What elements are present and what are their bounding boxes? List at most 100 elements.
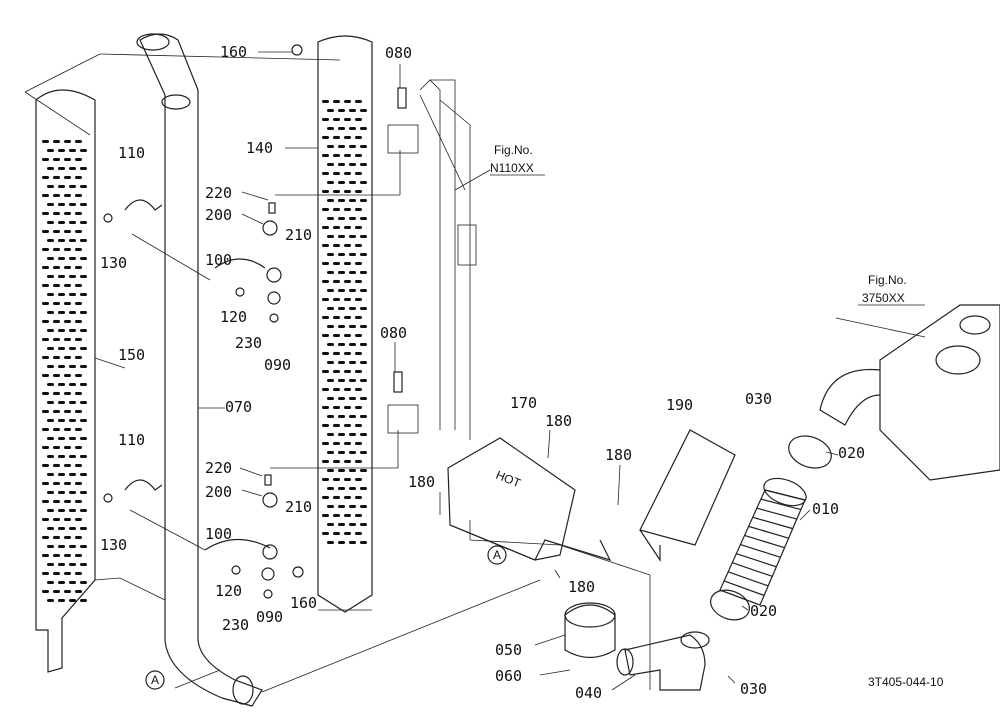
- perforation-slot: [349, 451, 356, 454]
- label-010: 010: [812, 500, 839, 518]
- perforation-slot: [338, 361, 345, 364]
- perforation-slot: [327, 541, 334, 544]
- perforation-slot: [69, 455, 76, 458]
- perforation-slot: [47, 473, 54, 476]
- label-080-top: 080: [385, 44, 412, 62]
- perforation-slot: [355, 154, 362, 157]
- perforation-slot: [322, 298, 329, 301]
- perforation-slot: [80, 581, 87, 584]
- perforation-slot: [47, 383, 54, 386]
- perforation-slot: [58, 455, 65, 458]
- perforation-slot: [58, 365, 65, 368]
- perforation-slot: [355, 496, 362, 499]
- perforation-slot: [327, 523, 334, 526]
- perforation-slot: [69, 365, 76, 368]
- perforation-slot: [58, 401, 65, 404]
- perforation-slot: [333, 208, 340, 211]
- fig-ref-1-number: N110XX: [490, 161, 534, 175]
- perforation-slot: [75, 320, 82, 323]
- perforation-slot: [80, 347, 87, 350]
- perforation-slot: [53, 158, 60, 161]
- perforation-slot: [327, 307, 334, 310]
- perforation-slot: [42, 266, 49, 269]
- perforation-slot: [344, 136, 351, 139]
- label-030-top: 030: [745, 390, 772, 408]
- perforation-slot: [53, 500, 60, 503]
- perforation-slot: [42, 302, 49, 305]
- drawing-code: 3T405-044-10: [868, 675, 944, 689]
- perforation-slot: [47, 203, 54, 206]
- perforation-slot: [53, 284, 60, 287]
- perforation-slot: [69, 473, 76, 476]
- perforation-slot: [58, 329, 65, 332]
- perforation-slot: [47, 239, 54, 242]
- perforation-slot: [69, 509, 76, 512]
- label-210-top: 210: [285, 226, 312, 244]
- perforation-slot: [333, 352, 340, 355]
- perforation-slot: [64, 338, 71, 341]
- perforation-slot: [47, 275, 54, 278]
- perforation-slot: [58, 437, 65, 440]
- perforation-slot: [75, 230, 82, 233]
- perforation-slot: [333, 136, 340, 139]
- bellows-ring: [740, 543, 781, 558]
- perforation-slot: [349, 289, 356, 292]
- perforation-slot: [349, 361, 356, 364]
- perforation-slot: [355, 532, 362, 535]
- perforation-slot: [47, 437, 54, 440]
- perforation-slot: [75, 446, 82, 449]
- leader-lines: [94, 51, 839, 691]
- perforation-slot: [355, 244, 362, 247]
- perforation-slot: [338, 307, 345, 310]
- marker-a-right: [487, 545, 507, 565]
- perforation-slot: [80, 167, 87, 170]
- perforation-slot: [322, 370, 329, 373]
- perforation-slot: [349, 469, 356, 472]
- perforation-slot: [47, 347, 54, 350]
- perforation-slot: [333, 532, 340, 535]
- perforation-slot: [42, 536, 49, 539]
- perforation-slot: [47, 185, 54, 188]
- perforation-slot: [349, 307, 356, 310]
- perforation-slot: [64, 320, 71, 323]
- label-110-bottom: 110: [118, 431, 145, 449]
- tailpipe: [136, 33, 263, 707]
- muffler-outline: [819, 304, 1000, 481]
- perforation-slot: [64, 464, 71, 467]
- perforation-slot: [333, 514, 340, 517]
- perforation-slot: [349, 397, 356, 400]
- perforation-slot: [355, 280, 362, 283]
- label-040: 040: [575, 684, 602, 702]
- perforation-slot: [42, 428, 49, 431]
- fig-ref-2-number: 3750XX: [862, 291, 905, 305]
- perforation-slot: [355, 316, 362, 319]
- perforation-slot: [355, 406, 362, 409]
- perforation-slot: [80, 455, 87, 458]
- perforation-slot: [327, 199, 334, 202]
- perforation-slot: [42, 590, 49, 593]
- fig-ref-1-title: Fig.No.: [494, 143, 533, 157]
- perforation-slot: [53, 590, 60, 593]
- perforation-slot: [75, 572, 82, 575]
- perforation-slot: [338, 397, 345, 400]
- perforation-slot: [344, 208, 351, 211]
- perforation-slot: [42, 374, 49, 377]
- perforation-slot: [322, 316, 329, 319]
- perforation-slot: [349, 379, 356, 382]
- bellows-ring: [732, 562, 773, 577]
- bellows-ring: [727, 571, 769, 587]
- perforation-slot: [322, 424, 329, 427]
- perforation-slot: [355, 424, 362, 427]
- perforation-slot: [75, 410, 82, 413]
- label-050: 050: [495, 641, 522, 659]
- perforation-slot: [64, 410, 71, 413]
- perforation-slot: [53, 176, 60, 179]
- perforation-slot: [47, 581, 54, 584]
- perforation-slot: [64, 536, 71, 539]
- perforation-slot: [69, 581, 76, 584]
- perforation-slot: [64, 248, 71, 251]
- perforation-slot: [338, 217, 345, 220]
- label-080-mid: 080: [380, 324, 407, 342]
- perforation-slot: [80, 275, 87, 278]
- perforation-slot: [322, 136, 329, 139]
